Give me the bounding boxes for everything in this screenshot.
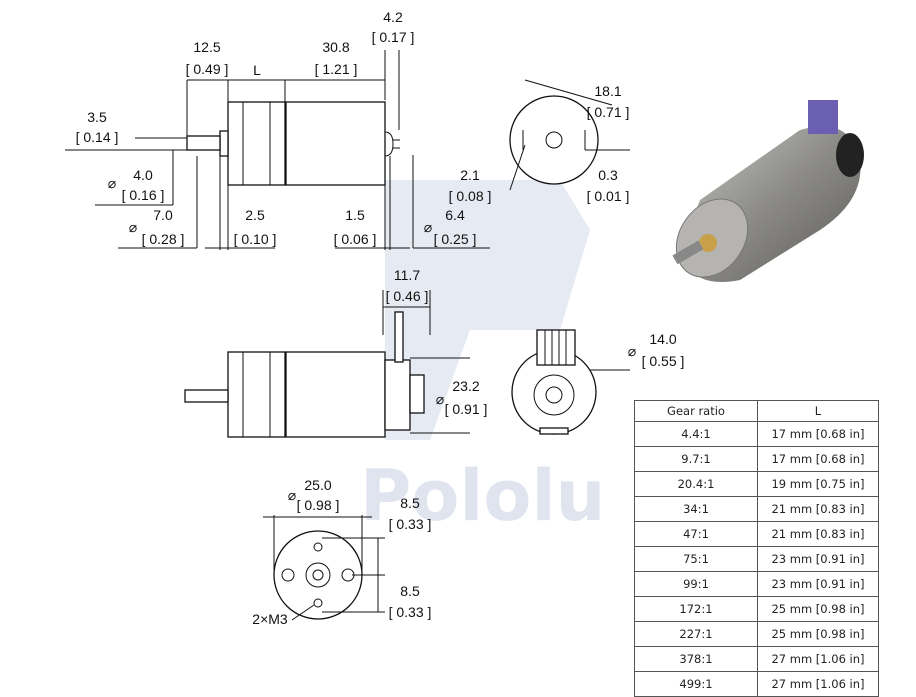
dim-in: [ 0.46 ] xyxy=(386,288,429,304)
dim-in: [ 0.49 ] xyxy=(186,61,229,77)
table-header-row: Gear ratio L xyxy=(634,400,879,422)
dim-in: [ 0.01 ] xyxy=(587,188,630,204)
gearbox-face-view xyxy=(263,515,385,621)
dim-mm: 7.0 xyxy=(153,207,173,223)
diameter-icon: ⌀ xyxy=(129,219,137,235)
screw-label: 2×M3 xyxy=(252,611,288,627)
dim-mm: 2.1 xyxy=(460,167,480,183)
gear-ratio-cell: 47:1 xyxy=(634,521,758,547)
dim-mm: 4.0 xyxy=(133,167,153,183)
dim-in: [ 0.28 ] xyxy=(142,231,185,247)
dim-mm: 4.2 xyxy=(383,9,403,25)
motor-photo xyxy=(672,100,864,282)
gear-ratio-cell: 227:1 xyxy=(634,621,758,647)
diameter-icon: ⌀ xyxy=(288,487,296,503)
gear-ratio-cell: 378:1 xyxy=(634,646,758,672)
dim-mm: 8.5 xyxy=(400,583,420,599)
length-cell: 27 mm [1.06 in] xyxy=(757,671,879,697)
gear-ratio-cell: 4.4:1 xyxy=(634,421,758,447)
length-cell: 17 mm [0.68 in] xyxy=(757,421,879,447)
dim-mm: 0.3 xyxy=(598,167,618,183)
header-length: L xyxy=(757,400,879,422)
dim-in: [ 0.08 ] xyxy=(449,188,492,204)
gear-ratio-cell: 172:1 xyxy=(634,596,758,622)
motor-side-view-encoder xyxy=(184,290,470,438)
dim-mm: 30.8 xyxy=(322,39,349,55)
motor-end-view xyxy=(509,79,630,191)
length-cell: 17 mm [0.68 in] xyxy=(757,446,879,472)
dim-in: [ 0.16 ] xyxy=(122,187,165,203)
dim-mm: 25.0 xyxy=(304,477,331,493)
dim-in: [ 0.71 ] xyxy=(587,104,630,120)
pololu-watermark: Pololu xyxy=(360,180,605,537)
diameter-icon: ⌀ xyxy=(424,219,432,235)
gear-ratio-cell: 9.7:1 xyxy=(634,446,758,472)
dim-in: [ 0.25 ] xyxy=(434,231,477,247)
header-gear-ratio: Gear ratio xyxy=(634,400,758,422)
dim-mm: 23.2 xyxy=(452,378,479,394)
length-cell: 23 mm [0.91 in] xyxy=(757,546,879,572)
length-cell: 19 mm [0.75 in] xyxy=(757,471,879,497)
dim-mm: 12.5 xyxy=(193,39,220,55)
dim-mm: 2.5 xyxy=(245,207,265,223)
motor-side-view xyxy=(65,50,490,250)
dim-length-label: L xyxy=(253,62,261,78)
dim-in: [ 1.21 ] xyxy=(315,61,358,77)
dim-in: [ 0.55 ] xyxy=(642,353,685,369)
dim-in: [ 0.14 ] xyxy=(76,129,119,145)
encoder-end-view xyxy=(511,329,630,435)
dim-in: [ 0.98 ] xyxy=(297,497,340,513)
dim-mm: 6.4 xyxy=(445,207,465,223)
dim-in: [ 0.17 ] xyxy=(372,29,415,45)
dim-mm: 1.5 xyxy=(345,207,365,223)
length-cell: 25 mm [0.98 in] xyxy=(757,621,879,647)
length-cell: 25 mm [0.98 in] xyxy=(757,596,879,622)
length-cell: 27 mm [1.06 in] xyxy=(757,646,879,672)
diameter-icon: ⌀ xyxy=(108,175,116,191)
dim-in: [ 0.33 ] xyxy=(389,516,432,532)
diameter-icon: ⌀ xyxy=(628,343,636,359)
dim-mm: 18.1 xyxy=(594,83,621,99)
dim-mm: 3.5 xyxy=(87,109,107,125)
gear-ratio-cell: 499:1 xyxy=(634,671,758,697)
svg-text:Pololu: Pololu xyxy=(360,455,605,537)
diameter-icon: ⌀ xyxy=(436,391,444,407)
dim-in: [ 0.91 ] xyxy=(445,401,488,417)
gear-ratio-cell: 34:1 xyxy=(634,496,758,522)
dim-in: [ 0.06 ] xyxy=(334,231,377,247)
dim-mm: 14.0 xyxy=(649,331,676,347)
gear-ratio-cell: 75:1 xyxy=(634,546,758,572)
dimension-labels: 12.5 [ 0.49 ] L 30.8 [ 1.21 ] 4.2 [ 0.17… xyxy=(76,9,685,627)
length-cell: 23 mm [0.91 in] xyxy=(757,571,879,597)
dim-in: [ 0.33 ] xyxy=(389,604,432,620)
dim-mm: 8.5 xyxy=(400,495,420,511)
length-cell: 21 mm [0.83 in] xyxy=(757,496,879,522)
gear-ratio-cell: 20.4:1 xyxy=(634,471,758,497)
dim-in: [ 0.10 ] xyxy=(234,231,277,247)
gear-ratio-cell: 99:1 xyxy=(634,571,758,597)
dim-mm: 11.7 xyxy=(394,267,420,283)
length-cell: 21 mm [0.83 in] xyxy=(757,521,879,547)
